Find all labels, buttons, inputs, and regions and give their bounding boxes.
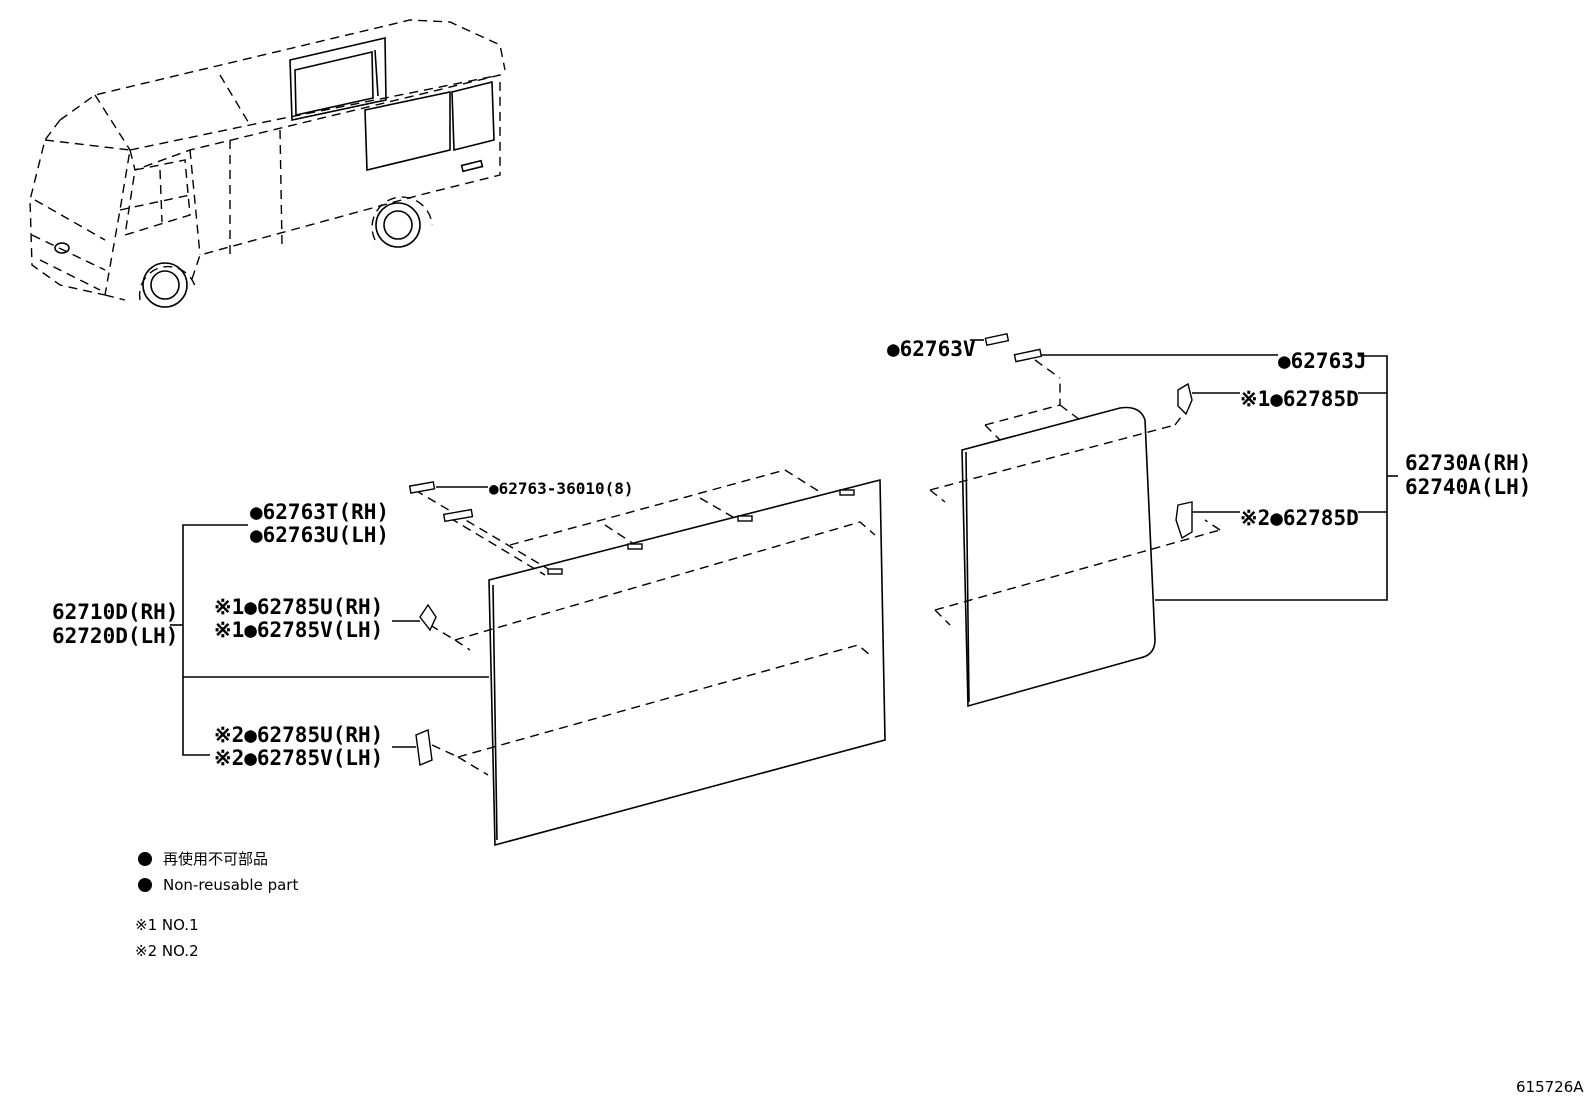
clip-62785U-lower [415, 729, 433, 766]
tape-62763V [984, 332, 1010, 347]
diagram-id: 615726A [1516, 1078, 1584, 1096]
label-62710D: 62710D(RH) [52, 600, 178, 624]
part-labels: ●62763V ●62763J ※1●62785D ※2●62785D 6273… [52, 337, 1531, 770]
label-62785V-no1: ※1●62785V(LH) [214, 618, 383, 642]
label-62763J: ●62763J [1278, 349, 1367, 373]
tape-62763J [1013, 348, 1043, 363]
label-62785D-no2: ※2●62785D [1240, 506, 1359, 530]
label-62740A: 62740A(LH) [1405, 475, 1531, 499]
label-62763-36010: ●62763-36010(8) [489, 479, 634, 498]
tape-62763T [442, 508, 474, 523]
right-leader-lines [970, 339, 1398, 601]
left-leader-lines [170, 486, 489, 756]
nonreusable-dot-icon [138, 878, 152, 892]
rear-side-panel [929, 332, 1221, 708]
clip-62785D-upper [1177, 382, 1193, 416]
tape-62763-36010 [408, 481, 436, 494]
front-side-panel [408, 469, 886, 847]
legend: 再使用不可部品 Non-reusable part ※1 NO.1 ※2 NO.… [135, 850, 298, 960]
clip-62785D-lower [1175, 501, 1193, 540]
nonreusable-dot-icon [138, 852, 152, 866]
label-62785U-no2: ※2●62785U(RH) [214, 723, 383, 747]
legend-nonreusable-en: Non-reusable part [163, 876, 298, 894]
label-62785U-no1: ※1●62785U(RH) [214, 595, 383, 619]
legend-note-2: ※2 NO.2 [135, 942, 199, 960]
label-62763T: ●62763T(RH) [250, 500, 389, 524]
label-62763V: ●62763V [887, 337, 976, 361]
legend-nonreusable-jp: 再使用不可部品 [163, 850, 268, 868]
vehicle-illustration [29, 19, 506, 308]
label-62785V-no2: ※2●62785V(LH) [214, 746, 383, 770]
legend-note-1: ※1 NO.1 [135, 916, 199, 934]
label-62763U: ●62763U(LH) [250, 523, 389, 547]
label-62720D: 62720D(LH) [52, 624, 178, 648]
label-62785D-no1: ※1●62785D [1240, 387, 1359, 411]
label-62730A: 62730A(RH) [1405, 451, 1531, 475]
clip-62785U-upper [419, 603, 437, 632]
